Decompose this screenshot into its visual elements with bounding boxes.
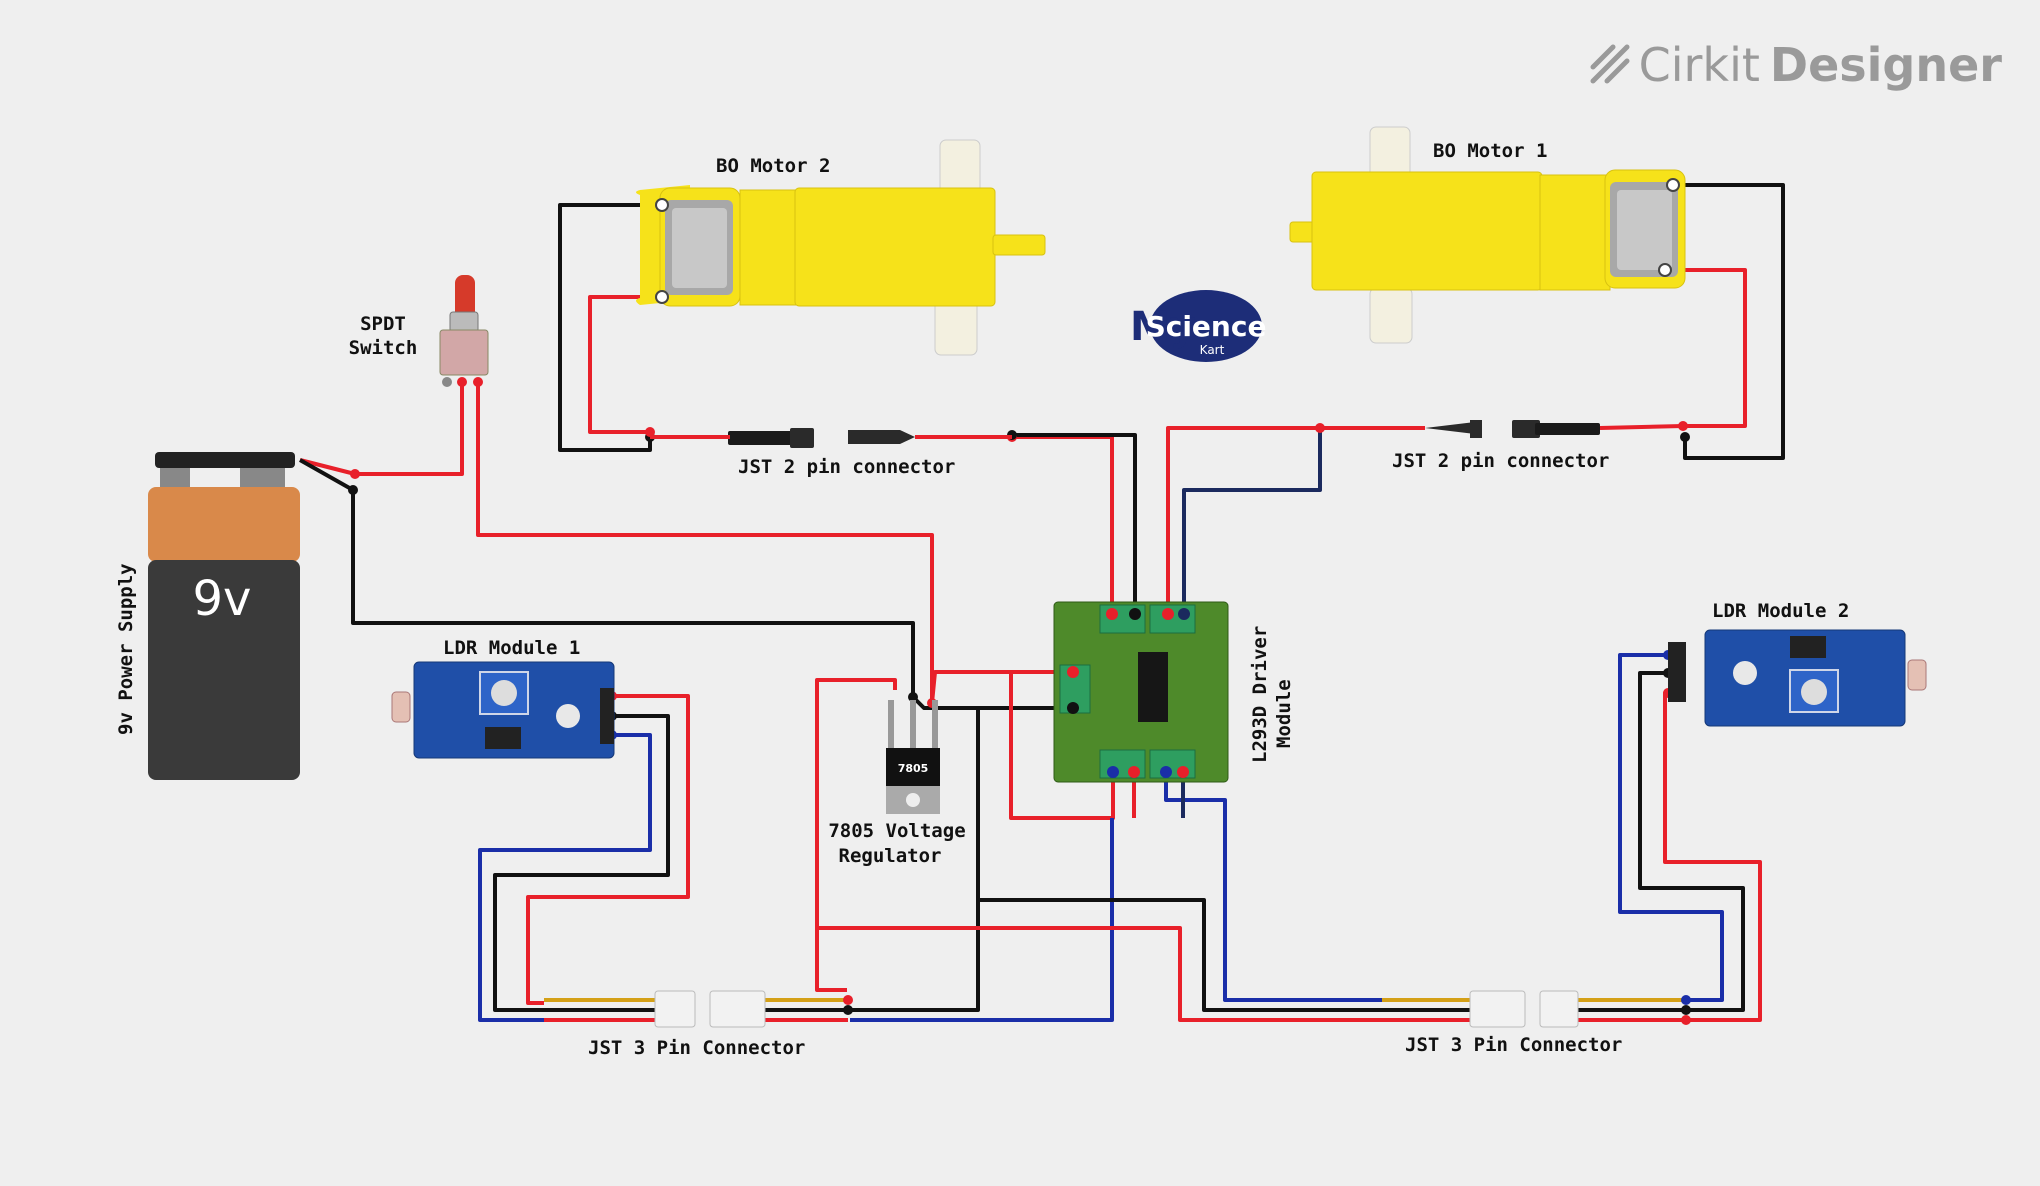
motor1-label: BO Motor 1 bbox=[1433, 140, 1547, 162]
wires bbox=[299, 183, 1785, 1022]
cirkit-logo-icon bbox=[1590, 44, 1630, 84]
jst3-connector-left[interactable] bbox=[654, 990, 766, 1028]
wire-motor2-black bbox=[558, 203, 655, 452]
regulator-chip-text: 7805 bbox=[898, 762, 929, 775]
jst2-connector-right[interactable] bbox=[1320, 420, 1684, 438]
regulator-label-line2: Regulator bbox=[839, 845, 942, 867]
bo-motor-2[interactable] bbox=[636, 139, 1046, 356]
l293d-driver-module[interactable] bbox=[1053, 601, 1229, 783]
spdt-switch[interactable] bbox=[439, 275, 489, 387]
wire-driver-blue-b bbox=[1164, 772, 1382, 1002]
battery-face-text: 9v bbox=[193, 571, 252, 627]
battery-9v[interactable]: 9v bbox=[148, 452, 300, 780]
wire-motor1-black bbox=[1673, 183, 1785, 460]
watermark-my: My bbox=[1130, 304, 1196, 350]
wire-ldr2-red bbox=[1663, 691, 1762, 1022]
wire-gnd-bus bbox=[848, 708, 980, 1012]
wire-reg-red-driver bbox=[930, 670, 1073, 704]
myscience-kart-watermark: My Science Kart bbox=[1130, 290, 1266, 362]
wire-switch-red bbox=[476, 382, 934, 703]
jst3-right-label: JST 3 Pin Connector bbox=[1405, 1034, 1622, 1056]
watermark-kart: Kart bbox=[1200, 343, 1225, 357]
wire-jst2l-black bbox=[1010, 433, 1137, 614]
watermark-science: Science bbox=[1146, 310, 1267, 343]
ldr-module-1[interactable] bbox=[391, 661, 615, 759]
brand-part2: Designer bbox=[1769, 38, 2002, 92]
ldr-module-2[interactable] bbox=[1668, 629, 1927, 727]
jst2-connector-left[interactable] bbox=[650, 428, 1012, 448]
switch-label-line1: SPDT bbox=[360, 313, 406, 335]
voltage-regulator-7805[interactable]: 7805 bbox=[886, 700, 940, 814]
wire-gnd-right bbox=[978, 898, 1382, 1012]
jst3-left-label: JST 3 Pin Connector bbox=[588, 1037, 805, 1059]
battery-label: 9v Power Supply bbox=[115, 563, 137, 735]
wire-driver-red-a bbox=[1009, 672, 1115, 820]
driver-label-line2: Module bbox=[1273, 679, 1295, 748]
wire-jst2r-navy bbox=[1182, 428, 1322, 614]
brand-part1: Cirkit bbox=[1638, 38, 1760, 92]
wire-ldr1-red bbox=[526, 694, 690, 1005]
driver-label-line1: L293D Driver bbox=[1249, 626, 1271, 763]
jst2-right-label: JST 2 pin connector bbox=[1392, 450, 1609, 472]
bo-motor-1[interactable] bbox=[1289, 126, 1686, 344]
switch-label-line2: Switch bbox=[349, 337, 418, 359]
wire-battery-red bbox=[299, 382, 464, 476]
wire-motor1-red bbox=[1665, 268, 1747, 428]
ldr1-label: LDR Module 1 bbox=[443, 637, 580, 659]
wire-jst2l-red bbox=[1012, 435, 1114, 614]
wire-ldr1-blue bbox=[478, 733, 652, 1022]
wire-reg-red-out bbox=[815, 678, 897, 992]
wire-ldr2-black bbox=[1638, 671, 1745, 1012]
wire-jst2r-red bbox=[1166, 426, 1320, 614]
wire-driver-blue-a bbox=[850, 818, 1114, 1022]
motor2-label: BO Motor 2 bbox=[716, 155, 830, 177]
wire-red-right bbox=[817, 926, 1382, 1022]
ldr2-label: LDR Module 2 bbox=[1712, 600, 1849, 622]
wire-ldr2-blue bbox=[1618, 653, 1724, 1002]
jst3-connector-right[interactable] bbox=[1469, 990, 1579, 1028]
regulator-label-line1: 7805 Voltage bbox=[828, 820, 965, 842]
jst2-left-label: JST 2 pin connector bbox=[738, 456, 955, 478]
wire-motor2-red bbox=[588, 295, 662, 434]
wire-ldr1-black bbox=[493, 714, 670, 1012]
